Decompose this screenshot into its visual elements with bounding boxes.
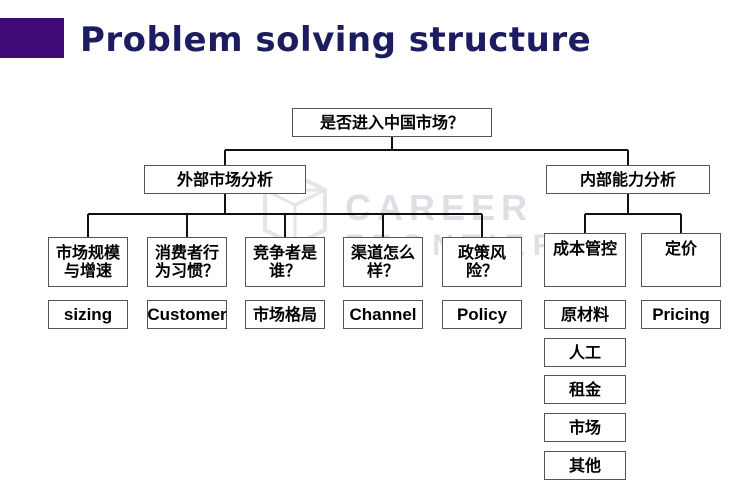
cost-item-labor-box: 人工 — [544, 338, 626, 367]
tag-market-landscape-box: 市场格局 — [245, 300, 325, 329]
slide-title: Problem solving structure — [80, 20, 592, 60]
factor-pricing-box: 定价 — [641, 233, 721, 287]
title-accent-bar — [0, 18, 64, 58]
factor-market-size-box: 市场规模与增速 — [48, 237, 128, 287]
tag-sizing-box: sizing — [48, 300, 128, 329]
cost-item-rent-box: 租金 — [544, 375, 626, 404]
internal-analysis-box: 内部能力分析 — [546, 165, 710, 194]
watermark-line-1: CAREER — [345, 187, 534, 228]
factor-competitors-box: 竞争者是谁？ — [245, 237, 325, 287]
factor-consumer-behavior-box: 消费者行为习惯？ — [147, 237, 227, 287]
root-question-box: 是否进入中国市场？ — [292, 108, 492, 137]
cost-item-materials-box: 原材料 — [544, 300, 626, 329]
tag-customer-box: Customer — [147, 300, 227, 329]
external-analysis-box: 外部市场分析 — [144, 165, 306, 194]
cost-item-other-box: 其他 — [544, 451, 626, 480]
tag-pricing-box: Pricing — [641, 300, 721, 329]
factor-channel-box: 渠道怎么样？ — [343, 237, 423, 287]
factor-policy-box: 政策风险？ — [442, 237, 522, 287]
cost-item-marketing-box: 市场 — [544, 413, 626, 442]
tag-channel-box: Channel — [343, 300, 423, 329]
factor-cost-control-box: 成本管控 — [544, 233, 626, 287]
tag-policy-box: Policy — [442, 300, 522, 329]
